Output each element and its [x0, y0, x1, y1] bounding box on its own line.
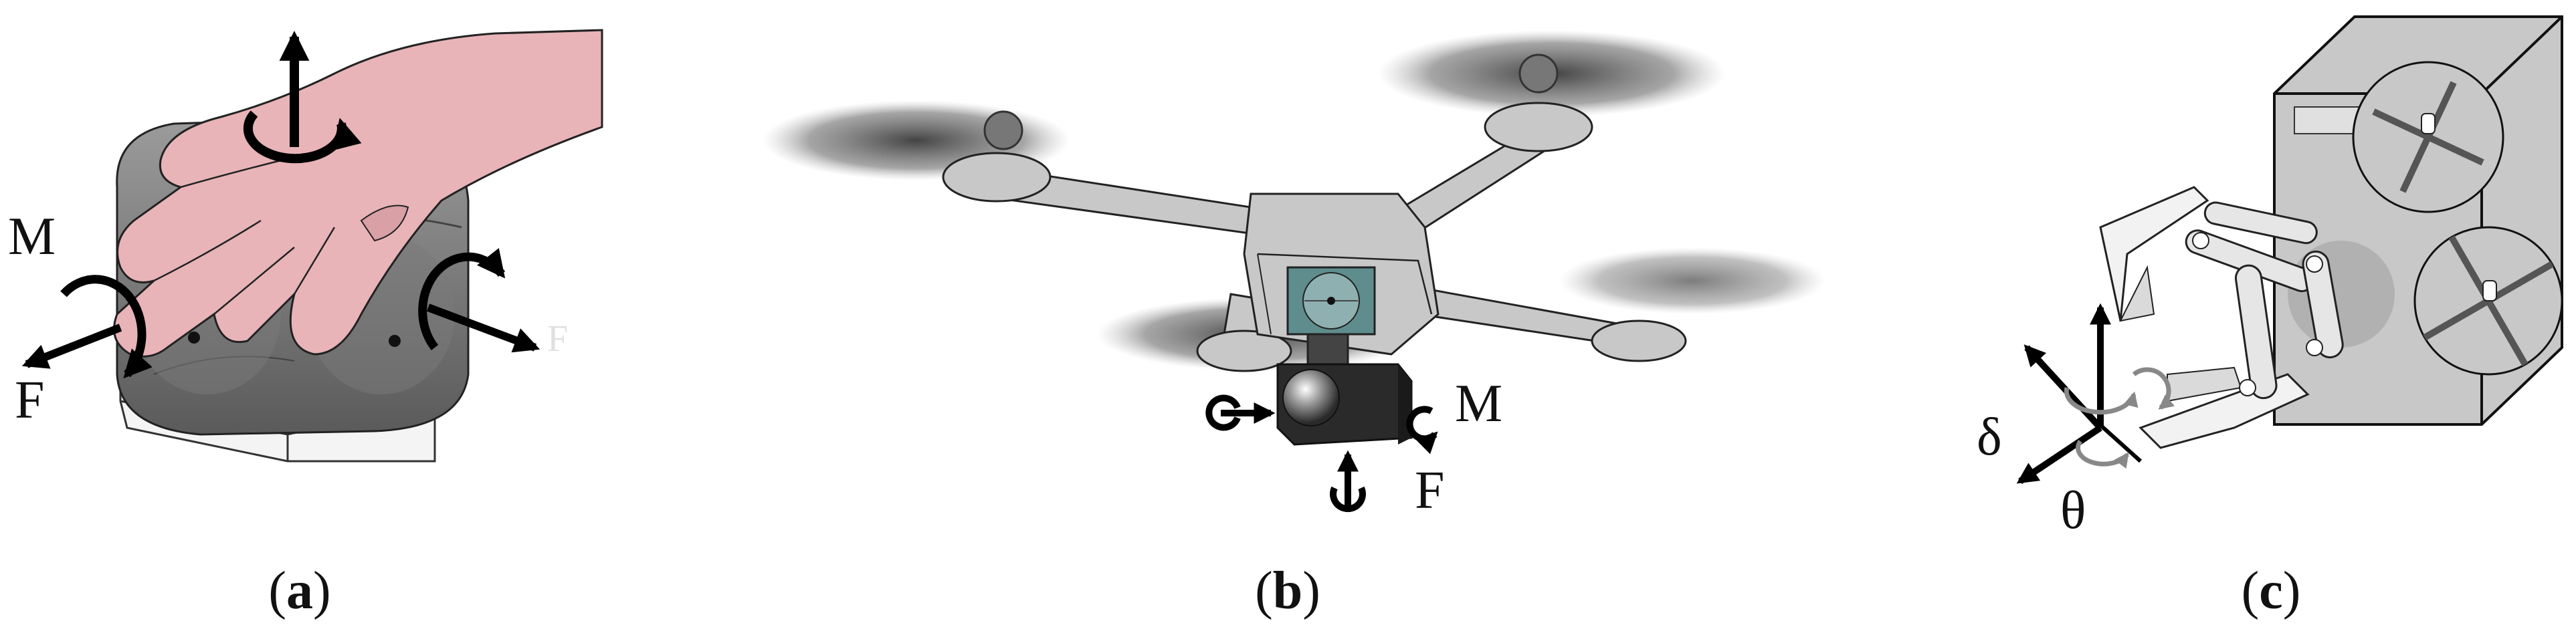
- hand-illustration: [113, 29, 603, 358]
- moment-label-a: M: [8, 207, 56, 266]
- force-label-a-faded: F: [547, 318, 568, 360]
- camera-payload: [1276, 333, 1413, 446]
- moment-label-b: M: [1455, 374, 1502, 433]
- gripper-arm: [2099, 186, 2344, 449]
- theta-label: θ: [2060, 481, 2086, 540]
- force-label-a: F: [15, 371, 45, 430]
- panel-c: δ θ: [1977, 15, 2563, 540]
- caption-b: (b): [1255, 561, 1320, 620]
- motor-pods: [942, 102, 1687, 372]
- panel-b: M F: [763, 30, 1826, 520]
- caption-a: (a): [268, 561, 330, 620]
- vertical-force-arrow: [243, 31, 362, 164]
- left-force-arrow: [21, 275, 153, 379]
- panel-a: M F F: [8, 29, 603, 463]
- caption-c: (c): [2242, 561, 2301, 620]
- tool-frame-arrows: [2016, 303, 2175, 485]
- delta-label: δ: [1977, 408, 2002, 467]
- right-force-arrow: [418, 247, 540, 353]
- force-label-b: F: [1415, 461, 1445, 520]
- gimbal-cube: [1286, 266, 1376, 336]
- rotor-cube: [2273, 15, 2563, 426]
- camera-force-arrows: [1205, 394, 1438, 513]
